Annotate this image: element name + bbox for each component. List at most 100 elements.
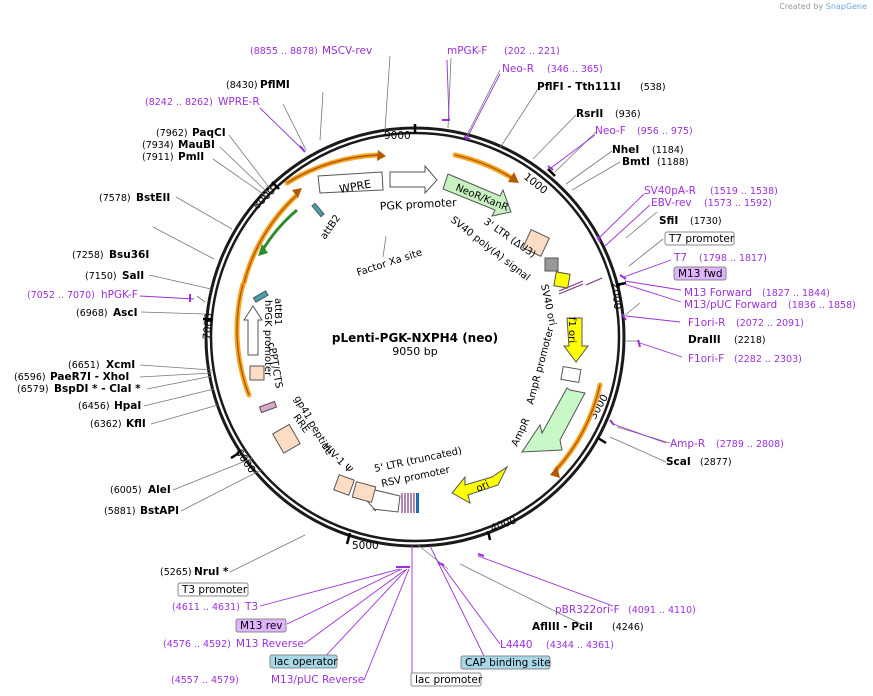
- enzyme-bsteii: BstEII: [136, 192, 170, 204]
- pos-pflfi: (538): [640, 82, 666, 93]
- pos-pbr322ori-f: (4091 .. 4110): [628, 605, 696, 616]
- pos-bstapi: (5881): [104, 506, 136, 517]
- primer-labels: (8855 .. 8878) MSCV-rev mPGK-F (202 .. 2…: [27, 45, 856, 686]
- tick-5000: 5000: [352, 540, 379, 552]
- label-attb2: attB2: [318, 213, 343, 242]
- enzyme-kfli: KflI: [126, 418, 146, 430]
- t7-promoter-label: T7 promoter: [668, 233, 735, 245]
- enzyme-bmti: BmtI: [622, 156, 650, 168]
- pos-hpai: (6456): [78, 401, 110, 412]
- enzyme-scai: ScaI: [666, 456, 691, 468]
- pos-t3: (4611 .. 4631): [172, 602, 240, 613]
- lac-operator-label: lac operator: [274, 656, 338, 668]
- label-f1ori: f1 ori: [566, 317, 577, 343]
- orf-arcs-inner: [236, 154, 601, 471]
- tick-marks: [202, 124, 627, 545]
- pos-sfii: (1730): [690, 216, 722, 227]
- m13-rev-box: [235, 618, 287, 633]
- pos-rsrii: (936): [615, 109, 641, 120]
- enzyme-pflmi: PflMI: [260, 79, 290, 91]
- enzyme-nhei: NheI: [612, 144, 639, 156]
- pos-pflmi: (8430): [226, 80, 258, 91]
- enzyme-bstapi: BstAPI: [140, 505, 179, 517]
- pos-scai: (2877): [700, 457, 732, 468]
- primer-pbr322ori-f: pBR322ori-F: [555, 604, 620, 616]
- tick-4000: 4000: [489, 514, 518, 534]
- tick-7000: 7000: [201, 313, 215, 341]
- primer-hpgk-f: hPGK-F: [101, 289, 138, 301]
- enzyme-afliii: AflIII - PciI: [532, 621, 593, 633]
- inner-features: [243, 164, 589, 513]
- enzyme-rsrii: RsrII: [576, 108, 603, 120]
- pos-ebv-rev: (1573 .. 1592): [704, 198, 772, 209]
- pos-m13-reverse: (4576 .. 4592): [163, 639, 231, 650]
- primer-l4440: L4440: [500, 639, 533, 651]
- primer-neo-r: Neo-R: [502, 63, 534, 75]
- enzyme-clai: BspDI * - ClaI *: [54, 383, 141, 395]
- cap-site-box: [460, 655, 551, 670]
- label-attb1: attB1: [272, 298, 283, 325]
- pos-xhoi: (6596): [14, 372, 46, 383]
- boxed-labels: T7 promoter M13 fwd T3 promoter M13 rev …: [177, 231, 735, 687]
- pos-neo-f: (956 .. 975): [637, 126, 693, 137]
- pos-neo-r: (346 .. 365): [547, 64, 603, 75]
- primer-amp-r: Amp-R: [670, 438, 705, 450]
- enzyme-alei: AleI: [148, 484, 171, 496]
- primer-neo-f: Neo-F: [595, 125, 626, 137]
- pos-kfli: (6362): [90, 419, 122, 430]
- m13-fwd-label: M13 fwd: [678, 268, 723, 280]
- pos-sali: (7150): [85, 271, 117, 282]
- pos-afliii: (4246): [612, 622, 644, 633]
- primer-mpgk-f: mPGK-F: [447, 45, 487, 57]
- pos-bmti: (1188): [657, 157, 689, 168]
- label-sv40ori: SV40 ori: [538, 283, 558, 326]
- credit-prefix: Created by: [779, 2, 824, 11]
- primer-m13-puc-forward: M13/pUC Forward: [684, 299, 777, 311]
- t7-promoter-box: [664, 231, 735, 246]
- lac-promoter-label: lac promoter: [415, 674, 483, 686]
- enzyme-bsu36i: Bsu36I: [109, 249, 149, 261]
- pos-m13-puc-forward: (1836 .. 1858): [788, 300, 856, 311]
- site-markers: [401, 277, 603, 513]
- pos-asci: (6968): [76, 308, 108, 319]
- label-amp-promoter: AmpR promoter: [525, 325, 556, 405]
- primer-wpre-r: WPRE-R: [218, 96, 260, 108]
- enzyme-sali: SalI: [122, 270, 144, 282]
- m13-rev-label: M13 rev: [240, 620, 283, 632]
- green-arc-head: [258, 244, 268, 256]
- enzyme-sfii: SfiI: [659, 215, 678, 227]
- pos-pmli: (7911): [142, 152, 174, 163]
- pos-m13-puc-reverse: (4557 .. 4579): [171, 675, 239, 686]
- pos-clai: (6579): [17, 384, 49, 395]
- pos-sv40pa-r: (1519 .. 1538): [710, 186, 778, 197]
- pos-bsu36i: (7258): [72, 250, 104, 261]
- t3-promoter-label: T3 promoter: [181, 584, 248, 596]
- primer-lines: [139, 59, 683, 681]
- primer-f1ori-r: F1ori-R: [688, 317, 725, 329]
- plasmid-size: 9050 bp: [392, 345, 437, 358]
- pos-xcmi: (6651): [68, 360, 100, 371]
- pos-alei: (6005): [110, 485, 142, 496]
- label-ori: ori: [475, 479, 491, 494]
- label-factor-xa: Factor Xa site: [356, 247, 424, 278]
- m13-fwd-box: [673, 266, 727, 281]
- pos-mscv-rev: (8855 .. 8878): [250, 46, 318, 57]
- enzyme-nrui: NruI *: [194, 566, 229, 578]
- primer-f1ori-f: F1ori-F: [688, 353, 724, 365]
- tick-9000: 9000: [384, 130, 411, 142]
- primer-t7: T7: [673, 252, 687, 264]
- primer-m13-puc-reverse: M13/pUC Reverse: [271, 674, 364, 686]
- primer-ebv-rev: EBV-rev: [651, 197, 692, 209]
- pos-hpgk-f: (7052 .. 7070): [27, 290, 95, 301]
- plasmid-name: pLenti-PGK-NXPH4 (neo): [332, 331, 498, 345]
- primer-ticks: [189, 119, 641, 568]
- enzyme-pmli: PmlI: [178, 151, 204, 163]
- enzyme-paqci: PaqCI: [192, 127, 226, 139]
- pos-m13-forward: (1827 .. 1844): [762, 288, 830, 299]
- enzyme-xhoi: PaeR7I - XhoI: [50, 371, 129, 383]
- enzyme-asci: AscI: [113, 307, 138, 319]
- lac-operator-box: [269, 654, 338, 669]
- snapgene-credit: Created by SnapGene: [779, 2, 867, 11]
